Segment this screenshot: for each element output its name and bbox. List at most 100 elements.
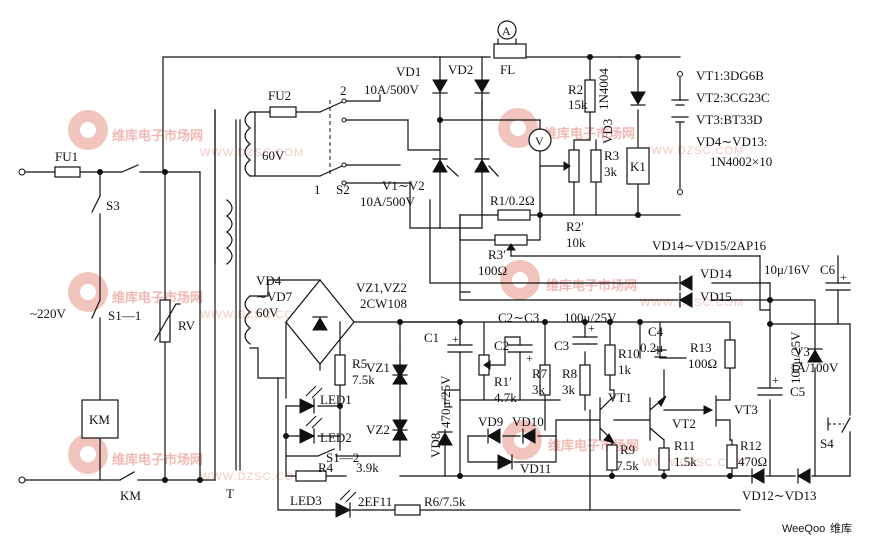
resistor-r1 [497, 209, 531, 221]
label-c4-val: 0.2μ [640, 340, 663, 355]
label-vd14: VD14 [700, 266, 732, 281]
diode-vd1 [432, 79, 448, 93]
label-c2c3-val: 100μ/25V [564, 310, 617, 325]
label-switch-pos-2: 2 [340, 83, 347, 98]
watermark-logo [68, 434, 108, 474]
label-vz2: VZ2 [366, 422, 390, 437]
label-km-coil: KM [89, 412, 110, 427]
label-voltmeter: V [535, 134, 544, 148]
label-c6-val: 10μ/16V [764, 262, 811, 277]
label-c1-val: 470μ/25V [438, 375, 453, 428]
ammeter [497, 20, 517, 40]
label-vd15: VD15 [700, 289, 732, 304]
varistor-rv [159, 299, 171, 343]
label-r10-val: 1k [618, 362, 632, 377]
control-bridge: VD4 ∼VD7 60V VZ1,VZ2 2CW108 [249, 273, 461, 379]
label-r9: R9 [620, 442, 635, 457]
label-c2: C2 [494, 338, 509, 353]
label-vd14-15-spec: VD14∼VD15/2AP16 [652, 238, 767, 253]
zener-vz1 [392, 364, 408, 378]
led-led3 [335, 502, 352, 518]
label-vz1: VZ1 [366, 360, 390, 375]
label-r5-val: 7.5k [352, 372, 375, 387]
capacitor-c1 [447, 344, 473, 353]
resistor-r13 [724, 339, 736, 369]
scr-v2 [474, 159, 490, 173]
diode-vd10 [522, 428, 536, 444]
diode-vd9 [487, 428, 501, 444]
resistor-r3 [590, 149, 602, 183]
resistor-r11 [658, 447, 670, 471]
transistor-vt1 [589, 397, 615, 451]
label-r3-val: 3k [604, 164, 618, 179]
label-t: T [226, 486, 234, 501]
diode-vd13 [797, 468, 811, 484]
label-r1p-val: 4.7k [494, 390, 517, 405]
label-r5: R5 [352, 356, 367, 371]
primary-winding-lower [226, 199, 233, 265]
label-vd4-7c: 60V [256, 305, 279, 320]
led-led2 [299, 428, 316, 444]
label-r2: R2 [568, 82, 583, 97]
label-r4-val: 3.9k [356, 460, 379, 475]
label-60v-a: 60V [262, 148, 285, 163]
label-vt3: VT3 [734, 402, 758, 417]
s2-section: FU2 60V 2 1 S2 [249, 83, 441, 229]
label-km-contact: KM [120, 488, 141, 503]
label-vd3: VD3 [600, 119, 615, 144]
diode-vd14 [679, 275, 693, 291]
polarity-plus: + [840, 270, 847, 284]
label-vd4-13-spec: VD4∼VD13: [696, 134, 768, 149]
fuse-fu1 [54, 166, 81, 178]
watermark-logo [498, 108, 538, 148]
diode-vd2 [474, 79, 490, 93]
label-r13-val: 100Ω [688, 356, 717, 371]
label-r2p-val: 10k [566, 235, 586, 250]
capacitor-c6 [825, 282, 851, 291]
label-vd10: VD10 [512, 414, 544, 429]
secondary-winding-bottom [244, 295, 251, 345]
resistor-r5 [334, 354, 346, 386]
label-vt1-spec: VT1:3DG6B [696, 68, 764, 83]
polarity-plus: + [588, 321, 595, 335]
label-c2c3: C2∼C3 [498, 310, 539, 325]
contactor-km [81, 399, 119, 439]
watermark-logo [500, 260, 540, 300]
label-switch-pos-1: 1 [314, 182, 321, 197]
label-vd9: VD9 [478, 414, 503, 429]
label-vd4-13-part: 1N4002×10 [710, 154, 772, 169]
polarity-plus: + [526, 351, 533, 365]
watermark-logo [68, 272, 108, 312]
label-s3: S3 [106, 198, 120, 213]
diode-vd15 [679, 292, 693, 308]
label-led3: LED3 [290, 493, 322, 508]
indicator-section: R5 7.5k LED1 LED2 VZ1 VZ2 S1—2 R4 3.9k [277, 321, 591, 518]
label-r9-val: 7.5k [616, 458, 639, 473]
label-c3: C3 [554, 338, 569, 353]
watermark-text: 维库电子市场网 [112, 290, 203, 305]
label-vd3-part: 1N4004 [596, 68, 611, 110]
label-r1: R1/0.2Ω [490, 193, 535, 208]
label-r6: R6/7.5k [424, 494, 466, 509]
label-fl: FL [500, 62, 515, 77]
diode-vd11 [497, 454, 514, 470]
resistor-r10 [604, 344, 616, 376]
bottom-rail: VD12∼VD13 [589, 409, 851, 511]
label-vt1: VT1 [608, 390, 632, 405]
label-r13: R13 [690, 340, 712, 355]
label-s1-1: S1—1 [108, 308, 141, 323]
transistor-vt3 [663, 379, 731, 441]
diode-vd12 [751, 468, 765, 484]
label-k1: K1 [630, 159, 646, 174]
capacitor-c3 [572, 336, 598, 345]
label-led3-part: 2EF11 [358, 494, 392, 509]
label-r12-val: 470Ω [738, 454, 767, 469]
label-vd8: VD8 [428, 433, 443, 458]
label-r4: R4 [318, 460, 334, 475]
resistor-r9 [606, 444, 618, 471]
label-s1-2: S1—2 [326, 450, 359, 465]
transistor-section: R10 1k VT1 R9 7.5k C4 0.2μ VT2 R11 1.5k … [589, 299, 851, 477]
label-vd1-rating: 10A/500V [364, 82, 420, 97]
relay-k1 [626, 147, 650, 185]
